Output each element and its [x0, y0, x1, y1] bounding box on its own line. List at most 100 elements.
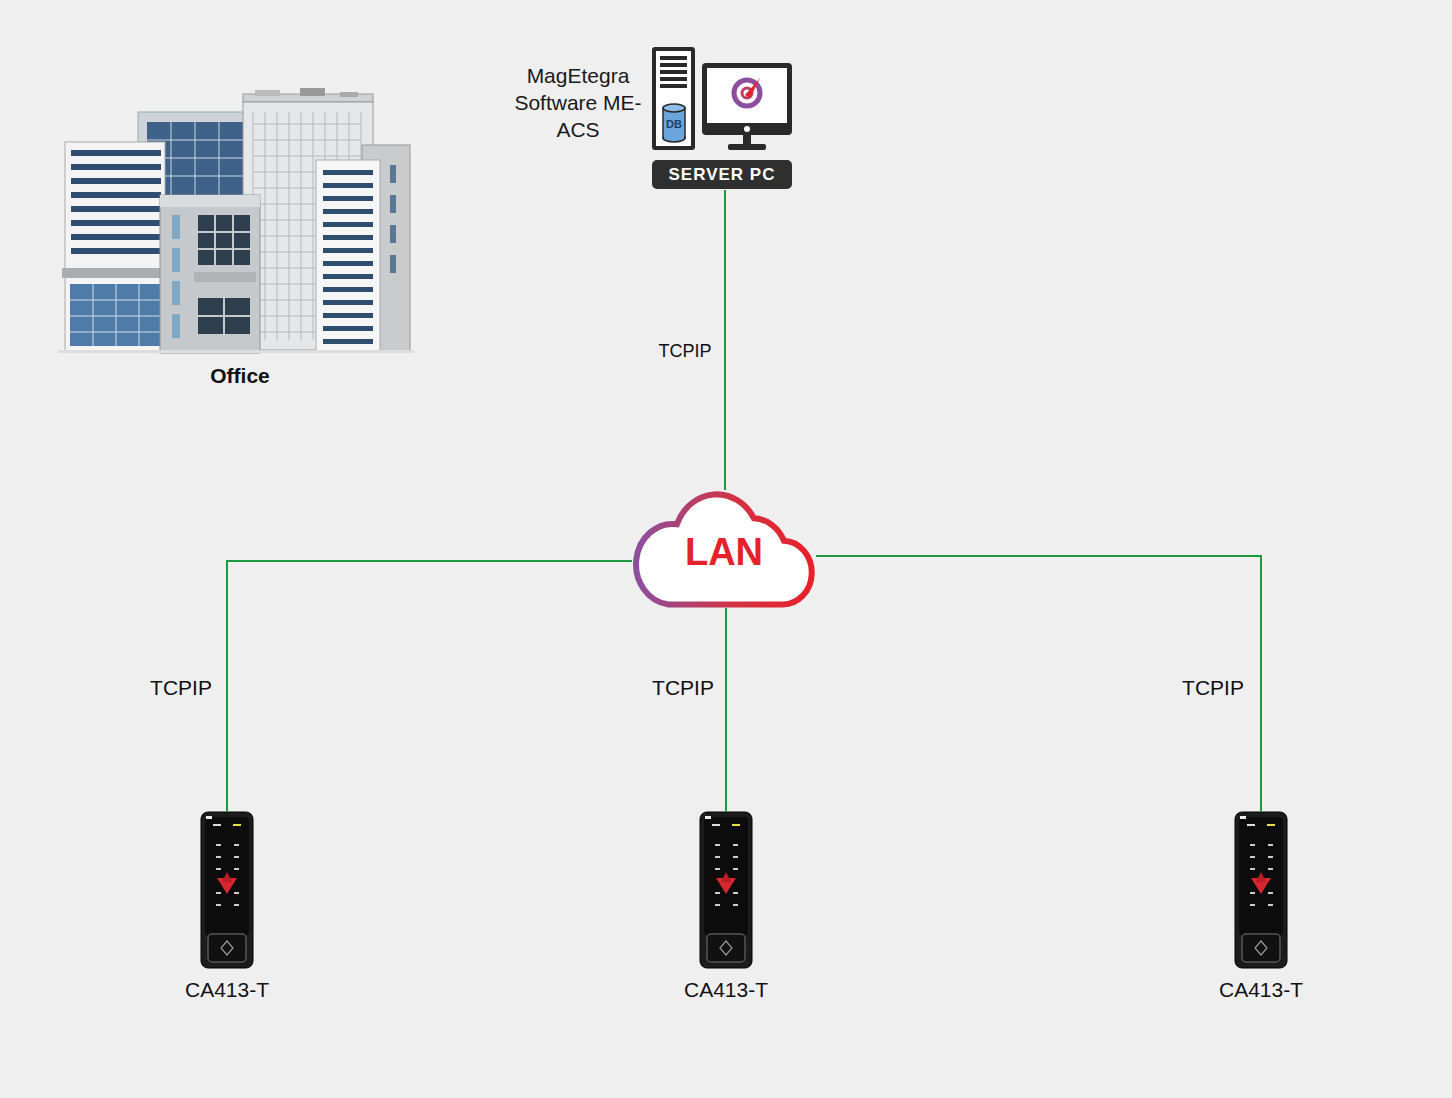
illustration-shape [71, 220, 161, 226]
card-reader: CA413-T [167, 812, 287, 1004]
illustration-shape [323, 196, 373, 201]
illustration-shape [172, 314, 180, 338]
node-label: CA413-T [1201, 977, 1321, 1003]
illustration-shape [390, 165, 396, 273]
link-label: TCPIP [658, 341, 711, 362]
network-link [725, 608, 727, 812]
illustration-shape [316, 160, 380, 352]
node-label: CA413-T [167, 977, 287, 1003]
illustration-shape [253, 124, 361, 125]
illustration-shape [323, 209, 373, 214]
illustration-shape [71, 150, 161, 254]
illustration-shape [198, 215, 250, 265]
illustration-shape [116, 284, 117, 346]
office-building: Office [60, 88, 420, 390]
illustration-shape [198, 215, 250, 265]
illustration-shape [70, 284, 162, 346]
illustration-shape [71, 192, 161, 198]
illustration-shape [323, 326, 373, 331]
illustration-shape [313, 112, 314, 340]
illustration-shape [323, 274, 373, 279]
illustration-shape [390, 255, 396, 273]
illustration-shape [172, 215, 180, 338]
card-reader: CA413-T [1201, 812, 1321, 1004]
illustration-shape [301, 112, 302, 340]
illustration-shape [70, 284, 162, 346]
node-sublabel: SERVER PC [652, 160, 792, 189]
illustration-shape [172, 215, 180, 239]
illustration-shape [71, 234, 161, 240]
illustration-shape [198, 231, 250, 233]
card-reader-devices [201, 812, 1287, 968]
illustration-shape [71, 178, 161, 184]
illustration-shape [390, 165, 396, 183]
illustration-shape [198, 298, 250, 334]
link-label: TCPIP [652, 676, 714, 700]
illustration-shape [323, 339, 373, 344]
card-reader: CA413-T [666, 812, 786, 1004]
illustration-shape [195, 122, 196, 196]
illustration-shape [289, 112, 290, 340]
illustration-shape [194, 272, 256, 282]
node-label: Office [60, 363, 420, 389]
illustration-shape [660, 84, 687, 88]
illustration-shape [660, 70, 687, 74]
network-link [227, 561, 632, 812]
illustration-shape [232, 215, 234, 265]
illustration-shape [139, 284, 140, 346]
network-link [724, 190, 726, 490]
illustration-shape [652, 47, 695, 150]
illustration-shape [340, 92, 358, 97]
illustration-shape [323, 170, 373, 175]
illustration-shape [1235, 812, 1287, 968]
illustration-shape [323, 183, 373, 188]
illustration-shape [323, 261, 373, 266]
illustration-shape [198, 298, 250, 334]
illustration-shape [219, 122, 220, 196]
illustration-shape [71, 248, 161, 254]
illustration-shape [171, 122, 172, 196]
icon-label: DB [666, 118, 682, 130]
node-label: CA413-T [666, 977, 786, 1003]
illustration-shape [300, 88, 325, 96]
illustration-shape [223, 298, 225, 334]
lan-cloud: LAN [632, 490, 816, 608]
illustration-shape [660, 56, 687, 60]
illustration-shape [198, 248, 250, 250]
illustration-shape [160, 195, 260, 353]
illustration-shape [390, 225, 396, 243]
illustration-shape [323, 222, 373, 227]
illustration-shape [253, 156, 361, 157]
illustration-shape [172, 281, 180, 305]
illustration-shape [277, 112, 278, 340]
network-link [816, 556, 1261, 812]
illustration-shape [172, 248, 180, 272]
illustration-shape [707, 68, 787, 123]
illustration-shape [58, 350, 414, 353]
node-label: LAN [632, 530, 816, 574]
illustration-shape [323, 300, 373, 305]
link-label: TCPIP [1182, 676, 1244, 700]
illustration-shape [323, 235, 373, 240]
illustration-shape [663, 104, 685, 112]
illustration-shape [71, 206, 161, 212]
illustration-shape [71, 150, 161, 156]
illustration-shape [323, 170, 373, 344]
node-label: MagEtegra Software ME-ACS [513, 62, 643, 143]
illustration-shape [700, 812, 752, 968]
illustration-shape [93, 284, 94, 346]
illustration-shape [265, 112, 266, 340]
link-label: TCPIP [150, 676, 212, 700]
illustration-shape [702, 63, 792, 135]
illustration-shape [728, 144, 766, 150]
illustration-shape [660, 63, 687, 67]
illustration-shape [71, 164, 161, 170]
illustration-shape [656, 51, 691, 146]
illustration-shape [660, 77, 687, 81]
illustration-shape [253, 140, 361, 141]
illustration-shape [160, 195, 260, 207]
illustration-shape [323, 248, 373, 253]
illustration-shape [255, 90, 280, 96]
illustration-shape [201, 812, 253, 968]
